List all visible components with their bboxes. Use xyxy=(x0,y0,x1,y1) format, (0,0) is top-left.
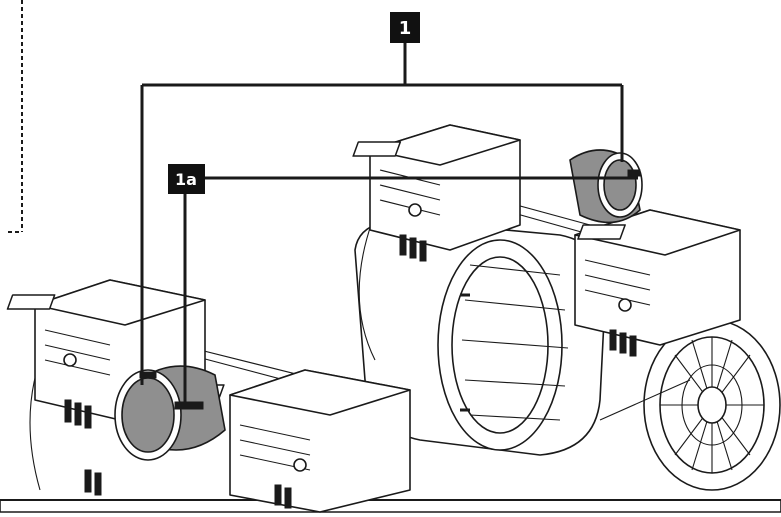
callout-1-leaders xyxy=(140,43,624,385)
callout-1a-leaders xyxy=(183,176,638,402)
motor-body xyxy=(354,220,607,456)
callout-1a-text: 1a xyxy=(175,170,197,189)
callout-1-text: 1 xyxy=(399,18,412,39)
air-filter-rear xyxy=(569,149,643,224)
callout-1a-label: 1a xyxy=(168,164,205,194)
callout-1-label: 1 xyxy=(390,12,420,43)
base-frame xyxy=(0,499,781,513)
cylinder-head-rear-right xyxy=(574,209,741,357)
cylinder-head-rear-left xyxy=(352,124,521,262)
dashed-bracket xyxy=(8,0,23,233)
cooling-fan xyxy=(643,319,781,491)
air-filter-front xyxy=(114,365,226,461)
